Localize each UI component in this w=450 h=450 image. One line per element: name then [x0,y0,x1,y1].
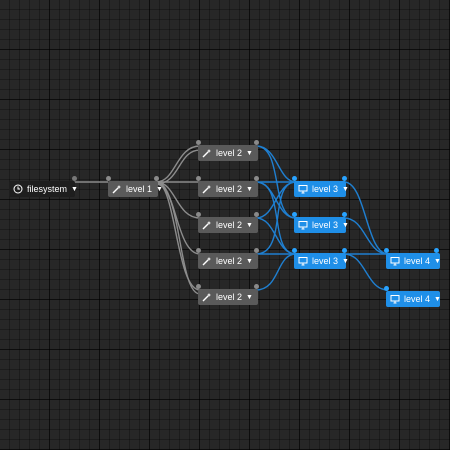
node-label: filesystem [27,184,68,194]
monitor-icon [298,220,308,230]
clock-icon [13,184,23,194]
node-level-4[interactable]: level 4 ▼ [386,291,441,307]
wand-icon [202,148,212,158]
node-label: level 1 [126,184,153,194]
link-l2b-l3c [255,181,297,255]
chevron-down-icon[interactable]: ▼ [342,185,349,193]
node-level-2[interactable]: level 2 ▼ [198,181,258,197]
blue-links [255,145,389,291]
gray-links [74,145,201,295]
input-port[interactable] [384,286,389,291]
output-port[interactable] [72,176,77,181]
node-level-2[interactable]: level 2 ▼ [198,217,258,233]
chevron-down-icon[interactable]: ▼ [434,295,441,303]
input-port[interactable] [106,176,111,181]
input-port[interactable] [196,176,201,181]
node-level-4[interactable]: level 4 ▼ [386,253,441,269]
wand-icon [202,292,212,302]
node-label: level 4 [404,256,431,266]
input-port[interactable] [384,248,389,253]
output-port[interactable] [254,140,259,145]
input-port[interactable] [292,212,297,217]
link-l2d-l3a [255,181,297,255]
link-l3b-l4a [343,217,389,255]
monitor-icon [390,294,400,304]
node-label: level 2 [216,148,243,158]
chevron-down-icon[interactable]: ▼ [246,293,253,301]
node-filesystem[interactable]: filesystem ▼ [9,181,78,197]
chevron-down-icon[interactable]: ▼ [246,221,253,229]
link-level1-level2-e2 [155,183,201,295]
output-port[interactable] [434,248,439,253]
input-port[interactable] [292,176,297,181]
input-port[interactable] [196,284,201,289]
wand-icon [202,256,212,266]
monitor-icon [298,256,308,266]
chevron-down-icon[interactable]: ▼ [71,185,78,193]
node-level-2[interactable]: level 2 ▼ [198,253,258,269]
output-port[interactable] [254,176,259,181]
node-level-3[interactable]: level 3 ▼ [294,181,349,197]
link-level1-level2-a [155,145,201,183]
output-port[interactable] [254,284,259,289]
link-level1-level2-a2 [155,149,201,185]
wand-icon [202,220,212,230]
monitor-icon [390,256,400,266]
node-level-3[interactable]: level 3 ▼ [294,217,349,233]
link-l2c-l3c [255,217,297,255]
link-level1-level2-e [155,181,201,291]
node-level-2[interactable]: level 2 ▼ [198,145,258,161]
chevron-down-icon[interactable]: ▼ [246,185,253,193]
link-l3c-l4b [343,253,389,291]
link-l2e-l3c [255,253,297,291]
node-label: level 2 [216,220,243,230]
input-port[interactable] [196,212,201,217]
output-port[interactable] [342,176,347,181]
node-label: level 3 [312,256,339,266]
output-port[interactable] [254,212,259,217]
output-port[interactable] [154,176,159,181]
node-level-3[interactable]: level 3 ▼ [294,253,349,269]
output-port[interactable] [342,248,347,253]
chevron-down-icon[interactable]: ▼ [342,221,349,229]
node-level-1[interactable]: level 1 ▼ [108,181,163,197]
chevron-down-icon[interactable]: ▼ [246,257,253,265]
monitor-icon [298,184,308,194]
node-label: level 2 [216,292,243,302]
node-label: level 2 [216,256,243,266]
output-port[interactable] [254,248,259,253]
chevron-down-icon[interactable]: ▼ [246,149,253,157]
chevron-down-icon[interactable]: ▼ [156,185,163,193]
wand-icon [112,184,122,194]
input-port[interactable] [292,248,297,253]
chevron-down-icon[interactable]: ▼ [342,257,349,265]
node-label: level 3 [312,220,339,230]
chevron-down-icon[interactable]: ▼ [434,257,441,265]
link-l3a-l4a [343,181,389,255]
input-port[interactable] [196,248,201,253]
output-port[interactable] [342,212,347,217]
node-label: level 4 [404,294,431,304]
wand-icon [202,184,212,194]
node-label: level 2 [216,184,243,194]
input-port[interactable] [196,140,201,145]
node-level-2[interactable]: level 2 ▼ [198,289,258,305]
node-label: level 3 [312,184,339,194]
